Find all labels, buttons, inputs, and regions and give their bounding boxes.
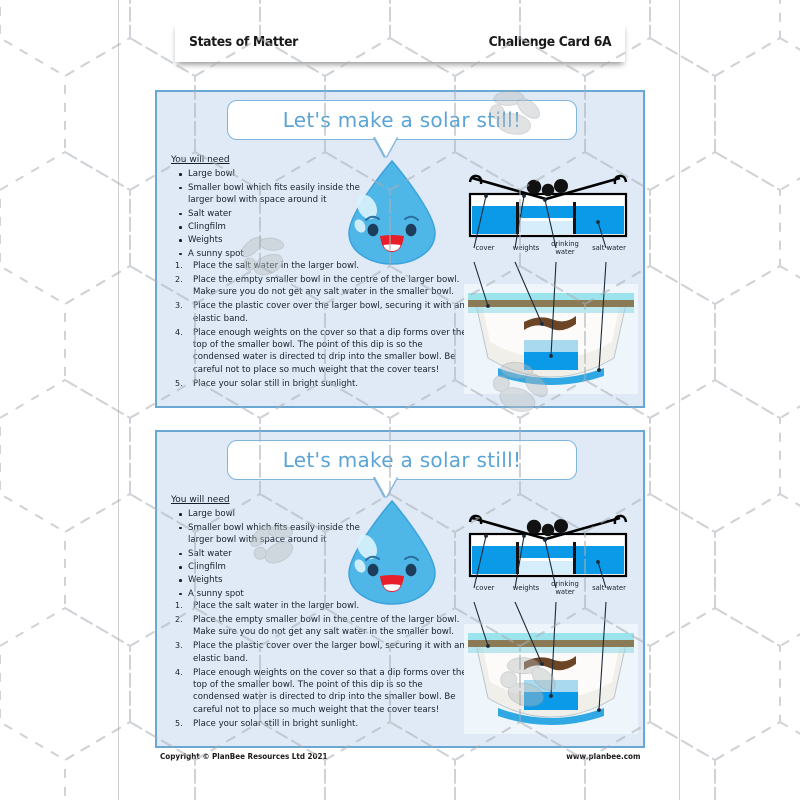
- steps-list: Place the salt water in the larger bowl.…: [171, 260, 471, 390]
- list-item: Place the empty smaller bowl in the cent…: [175, 274, 460, 298]
- card-title: Let's make a solar still!: [282, 108, 522, 132]
- label-weights: weights: [512, 584, 540, 592]
- water-droplet-mascot-icon: [348, 159, 436, 265]
- solar-still-diagram: [464, 174, 638, 394]
- footer-website: www.planbee.com: [565, 752, 640, 761]
- list-item: Place enough weights on the cover so tha…: [175, 667, 467, 715]
- cross-section-drawing: [468, 514, 628, 578]
- solar-still-diagram: [464, 514, 638, 734]
- page-header: States of Matter Challenge Card 6A: [175, 22, 625, 62]
- label-drinking-water-line2: water: [555, 588, 575, 596]
- list-item: Place the plastic cover over the larger …: [175, 300, 465, 324]
- label-cover: cover: [475, 244, 495, 252]
- list-item: Place your solar still in bright sunligh…: [175, 378, 359, 391]
- label-drinking-water-line1: drinking: [551, 580, 579, 588]
- title-bubble-body: Let's make a solar still!: [227, 440, 577, 480]
- bowl-photo-illustration: [464, 624, 638, 734]
- bowl-photo-illustration: [464, 284, 638, 394]
- instruction-steps: Place the salt water in the larger bowl.…: [171, 260, 471, 392]
- list-item: Place enough weights on the cover so tha…: [175, 327, 467, 375]
- title-speech-bubble: Let's make a solar still!: [227, 100, 577, 157]
- card-title: Let's make a solar still!: [282, 448, 522, 472]
- list-item: Place the plastic cover over the larger …: [175, 640, 465, 664]
- page-footer: Copyright © PlanBee Resources Ltd 2021 w…: [160, 752, 640, 761]
- steps-list: Place the salt water in the larger bowl.…: [171, 600, 471, 730]
- challenge-card-1: Let's make a solar still! You will need …: [155, 90, 645, 408]
- label-salt-water: salt water: [592, 584, 626, 592]
- water-droplet-mascot-icon: [348, 499, 436, 605]
- label-cover: cover: [475, 584, 495, 592]
- label-weights: weights: [512, 244, 540, 252]
- header-subject: States of Matter: [189, 34, 298, 50]
- cross-section-drawing: [468, 174, 628, 238]
- label-drinking-water-line2: water: [555, 248, 575, 256]
- header-card-label: Challenge Card 6A: [488, 34, 611, 50]
- challenge-card-2: Let's make a solar still! You will need …: [155, 430, 645, 748]
- instruction-steps: Place the salt water in the larger bowl.…: [171, 600, 471, 732]
- label-drinking-water-line1: drinking: [551, 240, 579, 248]
- footer-copyright: Copyright © PlanBee Resources Ltd 2021: [160, 752, 328, 761]
- title-bubble-body: Let's make a solar still!: [227, 100, 577, 140]
- list-item: Place the empty smaller bowl in the cent…: [175, 614, 460, 638]
- title-speech-bubble: Let's make a solar still!: [227, 440, 577, 497]
- label-salt-water: salt water: [592, 244, 626, 252]
- list-item: Place your solar still in bright sunligh…: [175, 718, 359, 731]
